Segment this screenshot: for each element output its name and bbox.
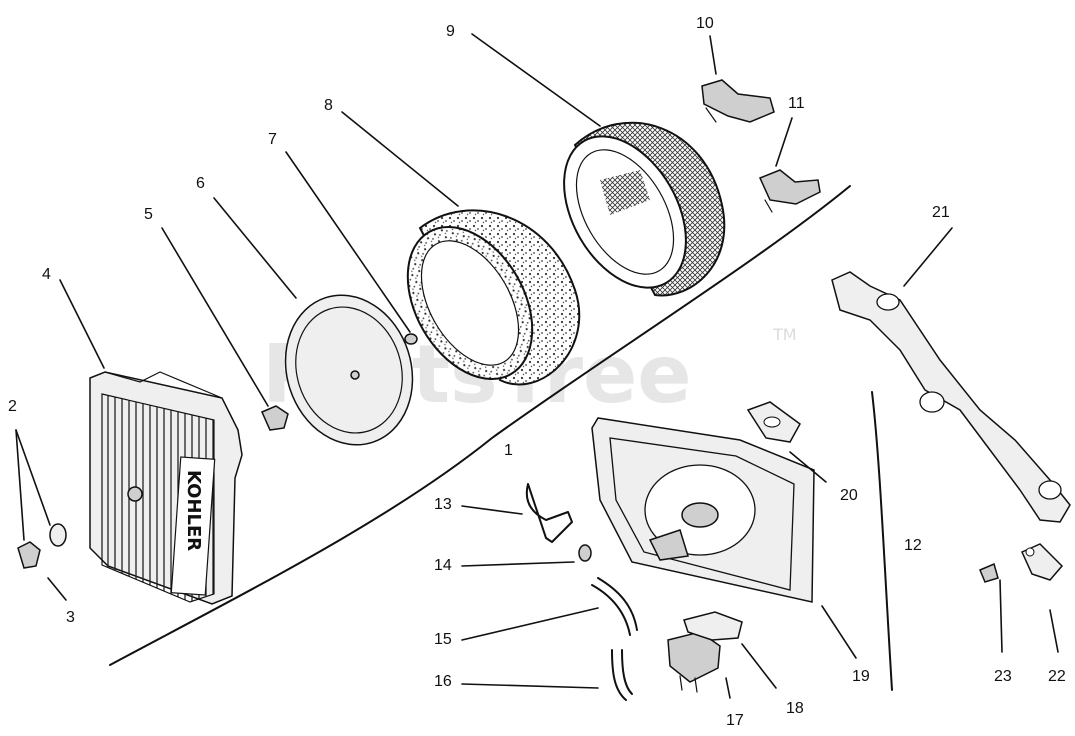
callout-10: 10 (696, 15, 714, 32)
hose-16 (611, 649, 633, 701)
callout-8: 8 (324, 97, 333, 114)
breather-tube (525, 483, 573, 543)
paper-element (563, 121, 726, 297)
callout-11: 11 (788, 95, 805, 112)
callout-13: 13 (434, 496, 452, 513)
callout-9: 9 (446, 23, 455, 40)
callout-3: 3 (66, 609, 75, 626)
callout-12: 12 (904, 537, 922, 554)
leader-lines (15, 33, 1059, 699)
clamp (578, 544, 592, 562)
base-plate (591, 417, 815, 603)
foam-precleaner (406, 209, 581, 386)
callout-16: 16 (434, 673, 452, 690)
callout-2: 2 (8, 398, 17, 415)
bracket-10 (701, 79, 775, 123)
callout-22: 22 (1048, 668, 1066, 685)
wing-nut (261, 405, 289, 431)
cover-brand-label: KOHLER (183, 470, 204, 551)
group-bracket-12 (871, 391, 893, 691)
nut (404, 333, 418, 345)
intake-manifold (831, 271, 1071, 523)
hose-15 (591, 577, 638, 636)
callout-6: 6 (196, 175, 205, 192)
callout-15: 15 (434, 631, 452, 648)
bracket-18 (683, 611, 743, 641)
callout-1: 1 (504, 442, 513, 459)
callout-labels: 1 2 3 4 5 6 7 8 9 10 11 12 13 14 15 16 1… (8, 15, 1066, 729)
assembly-boundary-line (109, 185, 851, 666)
callout-21: 21 (932, 204, 950, 221)
wing-nut-and-washer (17, 523, 67, 569)
callout-5: 5 (144, 206, 153, 223)
callout-20: 20 (840, 487, 858, 504)
callout-19: 19 (852, 668, 870, 685)
watermark-trademark: TM (772, 325, 797, 344)
gasket (746, 401, 801, 443)
bracket-11 (758, 169, 821, 213)
valve-17 (667, 631, 721, 693)
callout-17: 17 (726, 712, 744, 729)
callout-4: 4 (42, 266, 51, 283)
callout-7: 7 (268, 131, 277, 148)
cover-plate (284, 294, 414, 446)
air-cleaner-cover: KOHLER (89, 371, 243, 605)
flange-22 (1021, 543, 1064, 581)
callout-23: 23 (994, 668, 1012, 685)
bolt-23 (979, 562, 999, 583)
callout-18: 18 (786, 700, 804, 717)
callout-14: 14 (434, 557, 452, 574)
